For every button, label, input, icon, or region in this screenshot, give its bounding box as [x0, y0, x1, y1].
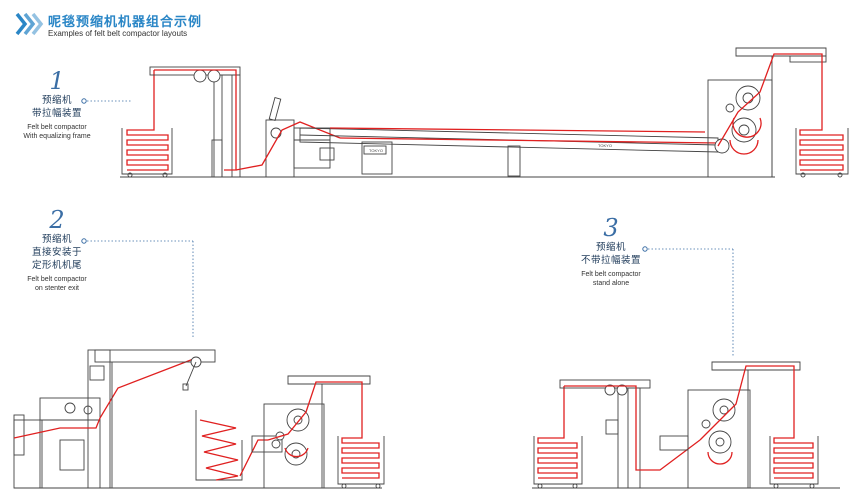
layout-2-en-line2: on stenter exit: [35, 285, 79, 292]
layout-3-input-pile: [533, 386, 583, 489]
machine-plate-1: TOKYO: [369, 148, 383, 153]
layout-1-equalizing-frame: [235, 97, 341, 178]
layout-1-number: 1: [49, 67, 65, 95]
leader-dot-2: [81, 238, 87, 244]
layout-3-en-line1: Felt belt compactor: [581, 271, 641, 278]
layout-2-zh-line2: 直接安装于: [31, 247, 82, 258]
leader-lines: [81, 98, 734, 357]
layout-1-drawing: TOKYO TOKYO: [120, 47, 849, 178]
layout-1-en-line2: With equalizing frame: [23, 133, 91, 140]
page-title: 呢毯预缩机机器组合示例: [48, 14, 203, 29]
machine-plate-2: TOKYO: [598, 143, 612, 148]
page-subtitle: Examples of felt belt compactor layouts: [48, 29, 188, 38]
layout-3-compactor: [687, 361, 801, 489]
layout-1-label: 1 预缩机 带拉幅装置 Felt belt compactor With equ…: [14, 68, 100, 141]
layout-2-stenter-exit: [13, 349, 197, 489]
leader-dot-1: [81, 98, 87, 104]
layout-2-drawing: [13, 349, 385, 489]
layout-2-zh-line1: 预缩机: [41, 234, 72, 245]
layout-1-frame: TOKYO TOKYO: [299, 127, 719, 177]
layout-2-zh-line3: 定形机机尾: [31, 260, 82, 271]
layout-3-zh-line1: 预缩机: [595, 242, 626, 253]
layout-1-en-line1: Felt belt compactor: [27, 124, 87, 131]
layout-2-compactor: [263, 375, 371, 489]
layout-3-zh-line2: 不带拉幅装置: [580, 255, 641, 266]
layout-2-label: 2 预缩机 直接安装于 定形机机尾 Felt belt compactor on…: [14, 207, 100, 293]
layout-1-compactor: [707, 47, 827, 178]
layout-1-input-pile: [121, 70, 173, 178]
layout-3-output-pile: [769, 410, 819, 489]
chevron-icon: [15, 12, 44, 36]
layout-1-zh-line2: 带拉幅装置: [31, 108, 82, 119]
layout-2-festoon: [195, 410, 268, 481]
layout-3-drawing: [532, 361, 840, 489]
layout-1-zh-line1: 预缩机: [41, 95, 72, 106]
layout-2-number: 2: [49, 206, 65, 234]
leader-dot-3: [642, 246, 648, 252]
layout-3-number: 3: [603, 214, 619, 242]
layout-2-en-line1: Felt belt compactor: [27, 276, 87, 283]
layout-3-label: 3 预缩机 不带拉幅装置 Felt belt compactor stand a…: [568, 215, 654, 288]
layout-1-output-pile: [795, 120, 849, 178]
layout-3-en-line2: stand alone: [592, 280, 630, 287]
layout-2-output-pile: [337, 408, 385, 489]
